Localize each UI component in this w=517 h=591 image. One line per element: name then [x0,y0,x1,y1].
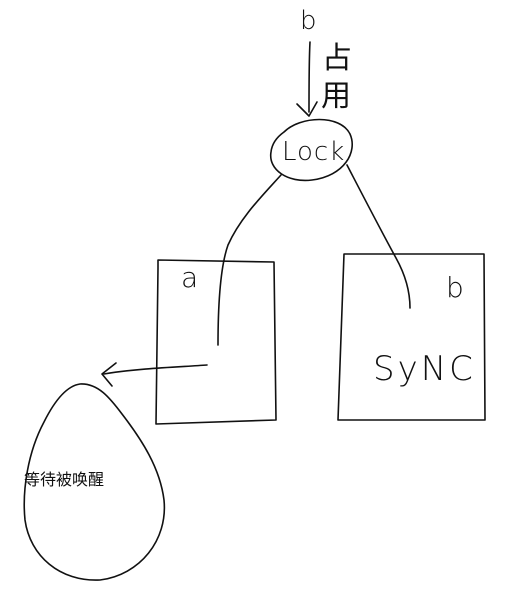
box-a-label: a [181,261,199,294]
occupy-label-char-1: 占 [322,41,352,76]
occupy-label-char-2: 用 [321,79,351,114]
arrow-b-to-lock-head [296,101,318,117]
box-b [337,253,486,421]
waiting-label: 等待被唤醒 [24,470,105,489]
arrow-b-to-lock [308,41,311,113]
arrow-a-to-waiting [103,364,208,375]
lock-label: Lock [282,137,346,167]
box-b-label: b [446,271,464,304]
line-lock-to-b [346,164,411,309]
line-lock-to-a [217,174,282,346]
lock-node [270,118,353,182]
sync-label: SyNC [373,349,476,389]
box-a [155,259,277,425]
arrow-a-to-waiting-head [101,362,117,387]
waiting-blob [23,383,166,581]
top-b-label: b [300,6,317,36]
